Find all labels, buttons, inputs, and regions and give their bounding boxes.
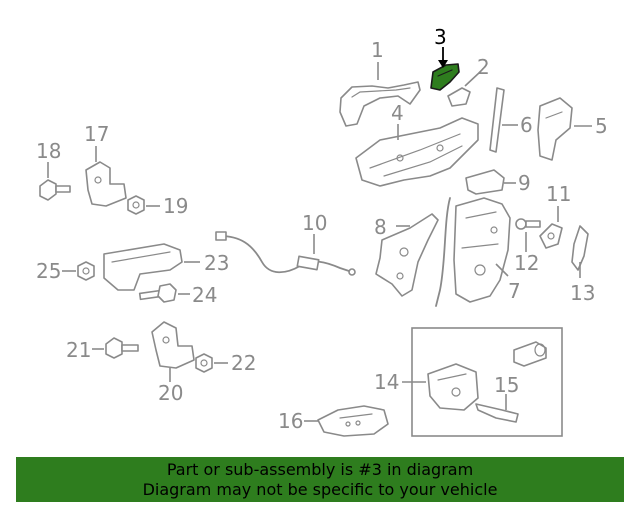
arrow-3 [438,60,448,68]
part-13-clip[interactable] [571,225,589,271]
callout-11[interactable]: 11 [546,182,571,206]
info-banner: Part or sub-assembly is #3 in diagram Di… [16,457,624,502]
callout-15[interactable]: 15 [494,373,519,397]
part-19-nut[interactable] [127,195,145,215]
callout-23[interactable]: 23 [204,251,229,275]
callout-16[interactable]: 16 [278,409,303,433]
callout-12[interactable]: 12 [514,251,539,275]
callout-25[interactable]: 25 [36,259,61,283]
part-17-hinge-bracket[interactable] [85,161,127,207]
part-23-check-link[interactable] [103,243,183,291]
callout-6[interactable]: 6 [520,113,533,137]
part-20-hinge[interactable] [151,321,195,369]
callout-14[interactable]: 14 [374,370,399,394]
part-8-lock-bracket[interactable] [375,213,439,297]
callout-3[interactable]: 3 [434,25,447,49]
callout-10[interactable]: 10 [302,211,327,235]
part-21-bolt[interactable] [105,337,139,359]
part-25-nut[interactable] [77,261,95,281]
callout-4[interactable]: 4 [391,101,404,125]
callout-22[interactable]: 22 [231,351,256,375]
part-2-bracket[interactable] [447,87,471,107]
callout-1[interactable]: 1 [371,38,384,62]
callout-18[interactable]: 18 [36,139,61,163]
part-12-screw[interactable] [515,218,541,230]
callout-17[interactable]: 17 [84,122,109,146]
callout-9[interactable]: 9 [518,171,531,195]
part-11-bracket[interactable] [539,223,563,249]
banner-line-2: Diagram may not be specific to your vehi… [142,480,498,499]
callout-19[interactable]: 19 [163,194,188,218]
callout-21[interactable]: 21 [66,338,91,362]
callout-2[interactable]: 2 [477,55,490,79]
leader-7 [495,263,509,277]
part-5-bracket[interactable] [537,97,573,161]
callout-13[interactable]: 13 [570,281,595,305]
part-16-key-fob[interactable] [317,405,389,437]
part-3-handle-cover[interactable] [430,63,460,91]
part-7-door-latch[interactable] [435,197,511,307]
part-1-door-handle[interactable] [339,81,421,127]
callout-24[interactable]: 24 [192,283,217,307]
part-6-rod[interactable] [489,87,505,153]
callout-5[interactable]: 5 [595,114,608,138]
part-15-key[interactable] [475,403,519,423]
leader-2 [464,71,481,87]
part-4-handle-frame[interactable] [355,117,479,187]
part-24-bolt[interactable] [138,283,177,303]
callout-8[interactable]: 8 [374,215,387,239]
part-18-bolt[interactable] [39,179,71,201]
part-10-cable[interactable] [215,231,356,276]
part-9-clip[interactable] [465,169,505,195]
part-cylinder-plug [513,341,547,367]
part-14-lock-cylinder[interactable] [427,363,479,411]
part-22-nut[interactable] [195,353,213,373]
parts-diagram: 1 3 2 4 6 5 9 17 [36,25,608,437]
callout-20[interactable]: 20 [158,381,183,405]
callout-7[interactable]: 7 [508,279,521,303]
banner-line-1: Part or sub-assembly is #3 in diagram [166,460,474,479]
